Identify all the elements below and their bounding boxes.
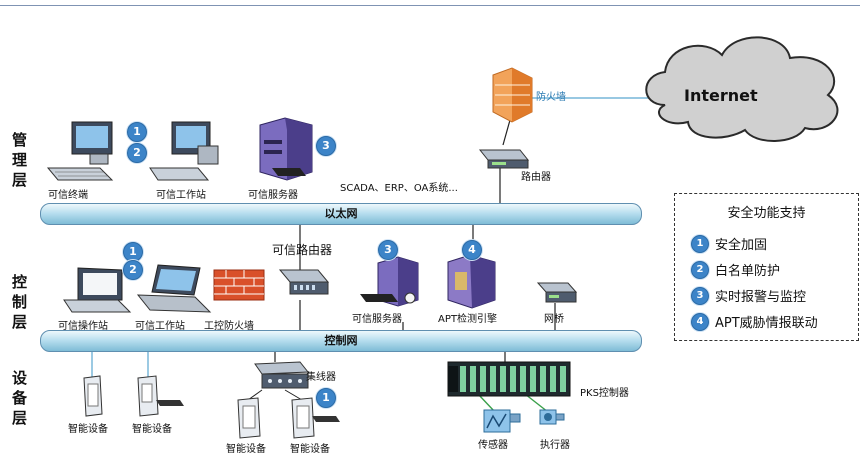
badge-terminal-1: 1 [127, 122, 147, 142]
laptop-icon [136, 264, 212, 313]
pks-actuator-link [524, 393, 549, 413]
ics-firewall-label: 工控防火墙 [204, 321, 254, 332]
control-server-icon [360, 256, 419, 307]
legend-text: APT威胁情报联动 [715, 316, 818, 331]
pks-sensor-link [477, 393, 496, 413]
pks-controller-icon [447, 361, 571, 397]
op-station-label: 可信操作站 [58, 321, 108, 332]
smart-device-1-icon [83, 375, 103, 417]
layer-label-control: 控制层 [12, 273, 28, 331]
legend-text: 安全加固 [715, 238, 768, 253]
server-icon [259, 117, 313, 181]
legend-badge: 2 [691, 260, 709, 279]
legend-text: 白名单防护 [715, 264, 781, 279]
hub-icon [254, 361, 310, 389]
firewall-icon [492, 67, 533, 123]
ethernet-bus: 以太网 [40, 203, 642, 225]
smart-device-2-label: 智能设备 [132, 424, 172, 435]
badge-control-server-3: 3 [378, 240, 398, 260]
control-workstation-label: 可信工作站 [135, 321, 185, 332]
legend-badge: 4 [691, 312, 709, 331]
ics-firewall-icon [213, 269, 265, 301]
badge-op-station-1: 1 [123, 242, 143, 262]
hub-label: 集线器 [306, 372, 336, 383]
firewall-router-link [502, 119, 511, 146]
legend-item: 2 白名单防护 [691, 260, 780, 279]
apt-engine-icon [447, 254, 496, 309]
workstation-icon [149, 121, 219, 181]
mgmt-workstation-label: 可信工作站 [156, 190, 206, 201]
legend-badge: 3 [691, 286, 709, 305]
legend-badge: 1 [691, 234, 709, 253]
legend-title: 安全功能支持 [727, 206, 806, 221]
badge-apt-4: 4 [462, 240, 482, 260]
legend-item: 4 APT威胁情报联动 [691, 312, 818, 331]
smart-device-2-icon [137, 375, 184, 417]
bridge-label: 网桥 [544, 314, 564, 325]
control-network-bus: 控制网 [40, 330, 642, 352]
top-rule [0, 5, 860, 6]
security-legend: 安全功能支持 1 安全加固 2 白名单防护 3 实时报警与监控 4 APT威胁情报联动 [674, 193, 859, 341]
smart-device-4-label: 智能设备 [290, 444, 330, 455]
apt-engine-label: APT检测引擎 [438, 314, 497, 325]
layer-label-management: 管理层 [12, 131, 28, 189]
router-icon [478, 149, 530, 169]
trusted-router-label: 可信路由器 [272, 243, 333, 257]
legend-item: 1 安全加固 [691, 234, 767, 253]
terminal-label: 可信终端 [48, 190, 88, 201]
firewall-label: 防火墙 [536, 92, 566, 103]
badge-terminal-2: 2 [127, 143, 147, 163]
control-server-label: 可信服务器 [352, 314, 402, 325]
legend-item: 3 实时报警与监控 [691, 286, 806, 305]
op-station-icon [63, 267, 132, 313]
smart-device-3-icon [237, 397, 261, 439]
sensor-label: 传感器 [478, 440, 508, 451]
systems-label: SCADA、ERP、OA系统... [340, 183, 458, 194]
terminal-icon [46, 121, 114, 181]
hub-smart4-link [284, 389, 303, 401]
bridge-icon [536, 282, 578, 303]
internet-cloud-icon [645, 36, 839, 142]
layer-label-device: 设备层 [12, 369, 28, 427]
smart-device-4-icon [291, 397, 340, 439]
badge-server-3: 3 [316, 136, 336, 156]
pks-controller-label: PKS控制器 [580, 388, 629, 399]
badge-op-station-2: 2 [123, 260, 143, 280]
mgmt-server-label: 可信服务器 [248, 190, 298, 201]
trusted-router-icon [278, 269, 330, 295]
internet-label: Internet [684, 86, 758, 105]
legend-text: 实时报警与监控 [715, 290, 807, 305]
router-label: 路由器 [521, 172, 551, 183]
badge-smart-device-1: 1 [316, 388, 336, 408]
sensor-icon [483, 409, 521, 433]
actuator-icon [539, 409, 565, 425]
smart-device-3-label: 智能设备 [226, 444, 266, 455]
smart-device-1-label: 智能设备 [68, 424, 108, 435]
actuator-label: 执行器 [540, 440, 570, 451]
